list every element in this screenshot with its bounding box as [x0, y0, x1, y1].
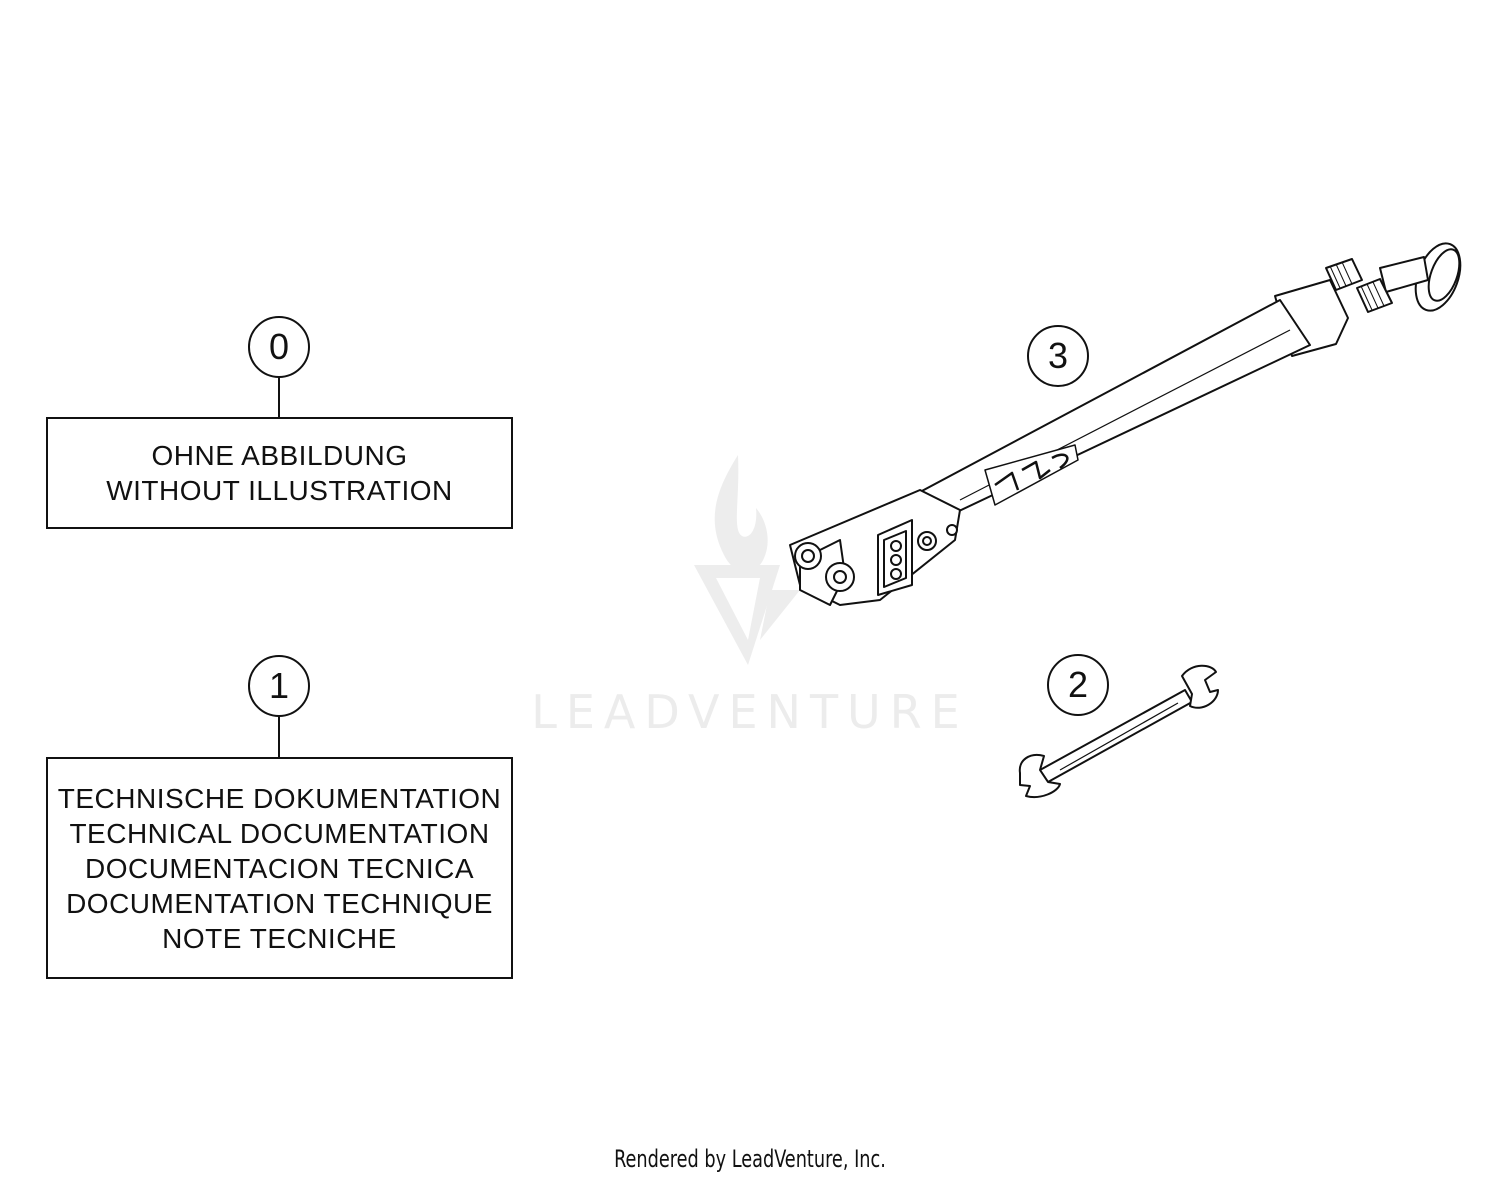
- callout-0[interactable]: 0: [248, 316, 310, 378]
- callout-number: 1: [268, 665, 290, 706]
- callout-2[interactable]: 2: [1047, 654, 1109, 716]
- note-box-technical-documentation: TECHNISCHE DOKUMENTATION TECHNICAL DOCUM…: [46, 757, 513, 979]
- note-line: DOCUMENTATION TECHNIQUE: [66, 887, 493, 919]
- note-line: NOTE TECNICHE: [162, 922, 397, 954]
- callout-number: 0: [268, 326, 290, 367]
- callout-1[interactable]: 1: [248, 655, 310, 717]
- open-end-wrench-icon[interactable]: [1018, 664, 1219, 798]
- note-line: WITHOUT ILLUSTRATION: [106, 475, 453, 506]
- footer-credit: Rendered by LeadVenture, Inc.: [614, 1145, 886, 1173]
- callout-number: 2: [1067, 664, 1089, 705]
- note-line: OHNE ABBILDUNG: [151, 440, 408, 471]
- callout-3[interactable]: 3: [1027, 325, 1089, 387]
- air-pump-icon[interactable]: [789, 237, 1469, 606]
- note-line: DOCUMENTACION TECNICA: [84, 852, 475, 884]
- note-box-without-illustration: OHNE ABBILDUNG WITHOUT ILLUSTRATION: [46, 417, 513, 529]
- watermark-text: LEADVENTURE: [531, 685, 969, 739]
- note-line: TECHNISCHE DOKUMENTATION: [57, 782, 502, 814]
- leader-line-1: [278, 716, 280, 758]
- leader-line-0: [278, 377, 280, 418]
- note-line: TECHNICAL DOCUMENTATION: [69, 817, 490, 849]
- callout-number: 3: [1047, 335, 1069, 376]
